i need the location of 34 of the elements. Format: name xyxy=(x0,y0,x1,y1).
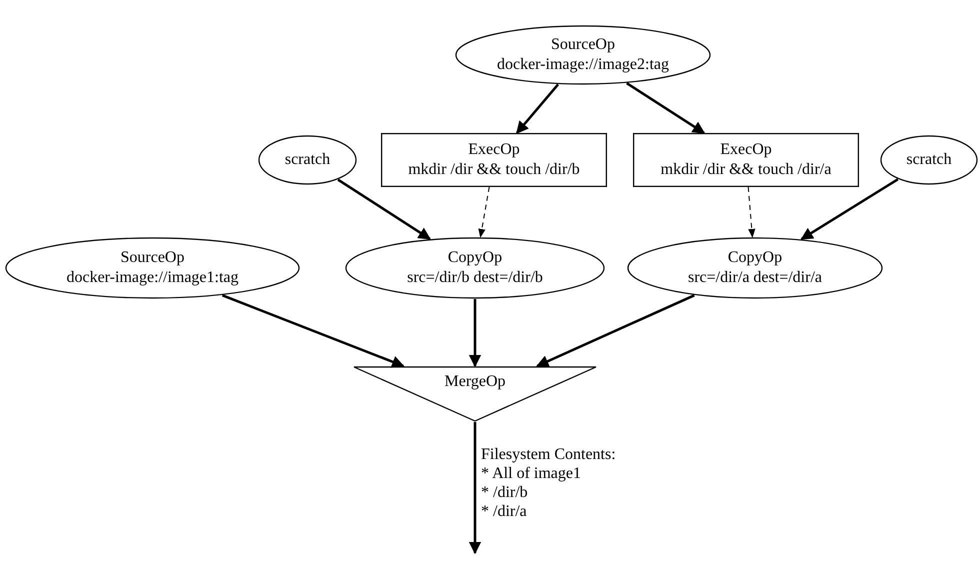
node-text: src=/dir/a dest=/dir/a xyxy=(688,268,822,288)
merge-triangle xyxy=(353,366,597,422)
node-title: CopyOp xyxy=(728,248,782,268)
arrow xyxy=(468,422,482,554)
node-text: src=/dir/b dest=/dir/b xyxy=(407,268,543,288)
arrow xyxy=(516,84,560,134)
node-text: MergeOp xyxy=(444,372,506,392)
arrow xyxy=(478,186,490,238)
operation-ellipse xyxy=(258,135,357,185)
arrow xyxy=(222,294,404,368)
arrow xyxy=(536,294,695,368)
arrow xyxy=(748,186,756,238)
arrow xyxy=(626,82,706,134)
process-box xyxy=(633,133,859,187)
node-text: scratch xyxy=(906,150,952,170)
arrow xyxy=(468,299,482,368)
arrow xyxy=(337,178,431,240)
operation-ellipse xyxy=(627,237,883,299)
operation-ellipse xyxy=(5,237,300,299)
node-title: ExecOp xyxy=(720,140,772,160)
node-title: SourceOp xyxy=(120,248,184,268)
node-title: SourceOp xyxy=(551,35,615,55)
node-title: CopyOp xyxy=(448,248,502,268)
operation-ellipse xyxy=(880,135,978,185)
operation-ellipse xyxy=(345,237,605,299)
node-text: mkdir /dir && touch /dir/a xyxy=(660,160,832,180)
node-title: ExecOp xyxy=(468,140,520,160)
process-box xyxy=(381,133,607,187)
node-text: docker-image://image1:tag xyxy=(66,268,239,288)
node-text: scratch xyxy=(284,150,330,170)
arrow xyxy=(800,178,899,240)
node-text: docker-image://image2:tag xyxy=(496,55,670,75)
operation-ellipse xyxy=(455,25,711,85)
node-text: mkdir /dir && touch /dir/b xyxy=(408,160,580,180)
